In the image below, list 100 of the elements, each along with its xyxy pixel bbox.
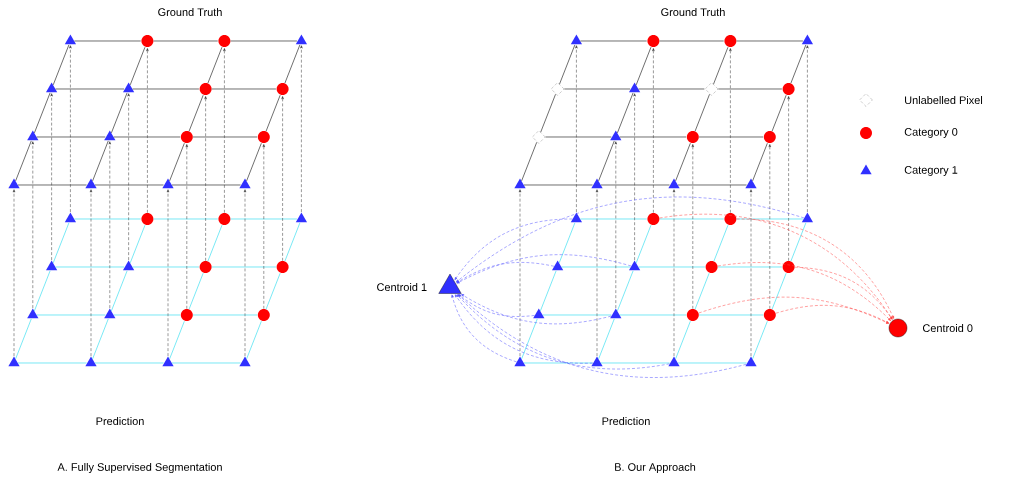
grid-line bbox=[619, 136, 687, 138]
grid-line bbox=[545, 136, 612, 138]
triangle-marker bbox=[591, 178, 603, 189]
triangle-marker bbox=[552, 260, 564, 271]
grid-line bbox=[211, 88, 277, 90]
arrow bbox=[185, 144, 188, 310]
grid-line bbox=[561, 266, 631, 268]
centroid-circle bbox=[888, 318, 908, 338]
grid-line bbox=[192, 314, 258, 316]
grid-line bbox=[15, 140, 32, 182]
triangle-marker bbox=[64, 212, 77, 223]
grid-line bbox=[211, 266, 277, 268]
centroid-triangle bbox=[438, 273, 462, 294]
grid-line bbox=[580, 40, 648, 42]
grid-line bbox=[580, 218, 648, 220]
grid-line bbox=[694, 93, 710, 132]
arrow bbox=[461, 294, 612, 325]
triangle-marker bbox=[27, 130, 39, 141]
grid-line bbox=[34, 270, 51, 312]
arrow bbox=[456, 196, 805, 283]
arrow bbox=[736, 218, 894, 319]
arrow bbox=[794, 266, 893, 320]
diamond-marker bbox=[551, 82, 565, 96]
grid-line bbox=[638, 88, 705, 90]
grid-line bbox=[617, 270, 634, 312]
grid-line bbox=[675, 142, 691, 182]
grid-line bbox=[698, 314, 764, 316]
grid-line bbox=[771, 272, 787, 310]
grid-line bbox=[52, 44, 70, 86]
grid-line bbox=[659, 40, 725, 42]
grid-line bbox=[111, 92, 128, 134]
grid-line bbox=[113, 314, 181, 316]
grid-line bbox=[15, 318, 32, 360]
arrow bbox=[518, 189, 522, 357]
triangle-marker bbox=[104, 308, 116, 319]
layer-title: Ground Truth bbox=[158, 8, 222, 16]
triangle-marker bbox=[514, 356, 526, 367]
grid-line bbox=[36, 136, 106, 138]
grid-line bbox=[521, 141, 538, 182]
grid-line bbox=[17, 362, 87, 364]
diamond-marker bbox=[705, 82, 719, 96]
grid-line bbox=[713, 46, 729, 85]
layer-title: Ground Truth bbox=[661, 8, 725, 16]
grid-line bbox=[752, 142, 768, 182]
triangle-marker bbox=[123, 82, 135, 93]
arrow bbox=[717, 262, 891, 321]
grid-line bbox=[169, 320, 185, 360]
grid-line bbox=[92, 318, 109, 360]
grid-line bbox=[598, 318, 615, 360]
triangle-marker bbox=[8, 356, 20, 367]
triangle-marker bbox=[46, 82, 58, 93]
grid-line bbox=[171, 184, 241, 186]
arrow bbox=[729, 48, 732, 214]
grid-line bbox=[638, 266, 706, 268]
panel-caption: B. Our Approach bbox=[615, 462, 696, 474]
grid-line bbox=[540, 93, 556, 133]
arrow bbox=[89, 189, 93, 357]
arrow bbox=[633, 93, 636, 261]
grid-line bbox=[736, 40, 804, 42]
arrow bbox=[456, 262, 555, 283]
grid-line bbox=[52, 222, 70, 264]
triangle-marker bbox=[27, 308, 39, 319]
arrow bbox=[698, 296, 889, 324]
arrow bbox=[243, 189, 247, 357]
arrow bbox=[108, 141, 111, 309]
triangle-marker bbox=[745, 356, 757, 367]
triangle-marker bbox=[610, 130, 622, 141]
triangle-marker bbox=[570, 212, 583, 223]
grid-line bbox=[92, 140, 109, 182]
arrow bbox=[806, 45, 809, 213]
arrow bbox=[12, 189, 16, 357]
grid-line bbox=[129, 224, 146, 264]
grid-line bbox=[192, 136, 258, 138]
grid-line bbox=[34, 92, 51, 134]
grid-line bbox=[677, 362, 747, 364]
grid-line bbox=[600, 184, 670, 186]
triangle-marker bbox=[8, 178, 20, 189]
triangle-marker bbox=[668, 356, 680, 367]
grid-line bbox=[558, 222, 576, 264]
panel-caption: A. Fully Supervised Segmentation bbox=[57, 462, 222, 474]
grid-line bbox=[94, 184, 164, 186]
grid-line bbox=[132, 88, 200, 90]
grid-line bbox=[74, 218, 142, 220]
grid-line bbox=[542, 314, 612, 316]
grid-line bbox=[169, 142, 185, 182]
arrow bbox=[652, 48, 655, 214]
triangle-marker bbox=[514, 178, 526, 189]
grid-line bbox=[694, 272, 710, 310]
arrow bbox=[454, 294, 594, 364]
arrow bbox=[127, 93, 130, 261]
grid-line bbox=[598, 140, 615, 182]
grid-line bbox=[207, 224, 223, 262]
grid-line bbox=[111, 270, 128, 312]
arrow bbox=[262, 144, 265, 310]
arrow bbox=[166, 189, 170, 357]
grid-line bbox=[521, 318, 538, 360]
grid-line bbox=[600, 362, 670, 364]
arrow bbox=[456, 254, 632, 284]
arrow bbox=[595, 189, 599, 357]
grid-line bbox=[113, 136, 181, 138]
